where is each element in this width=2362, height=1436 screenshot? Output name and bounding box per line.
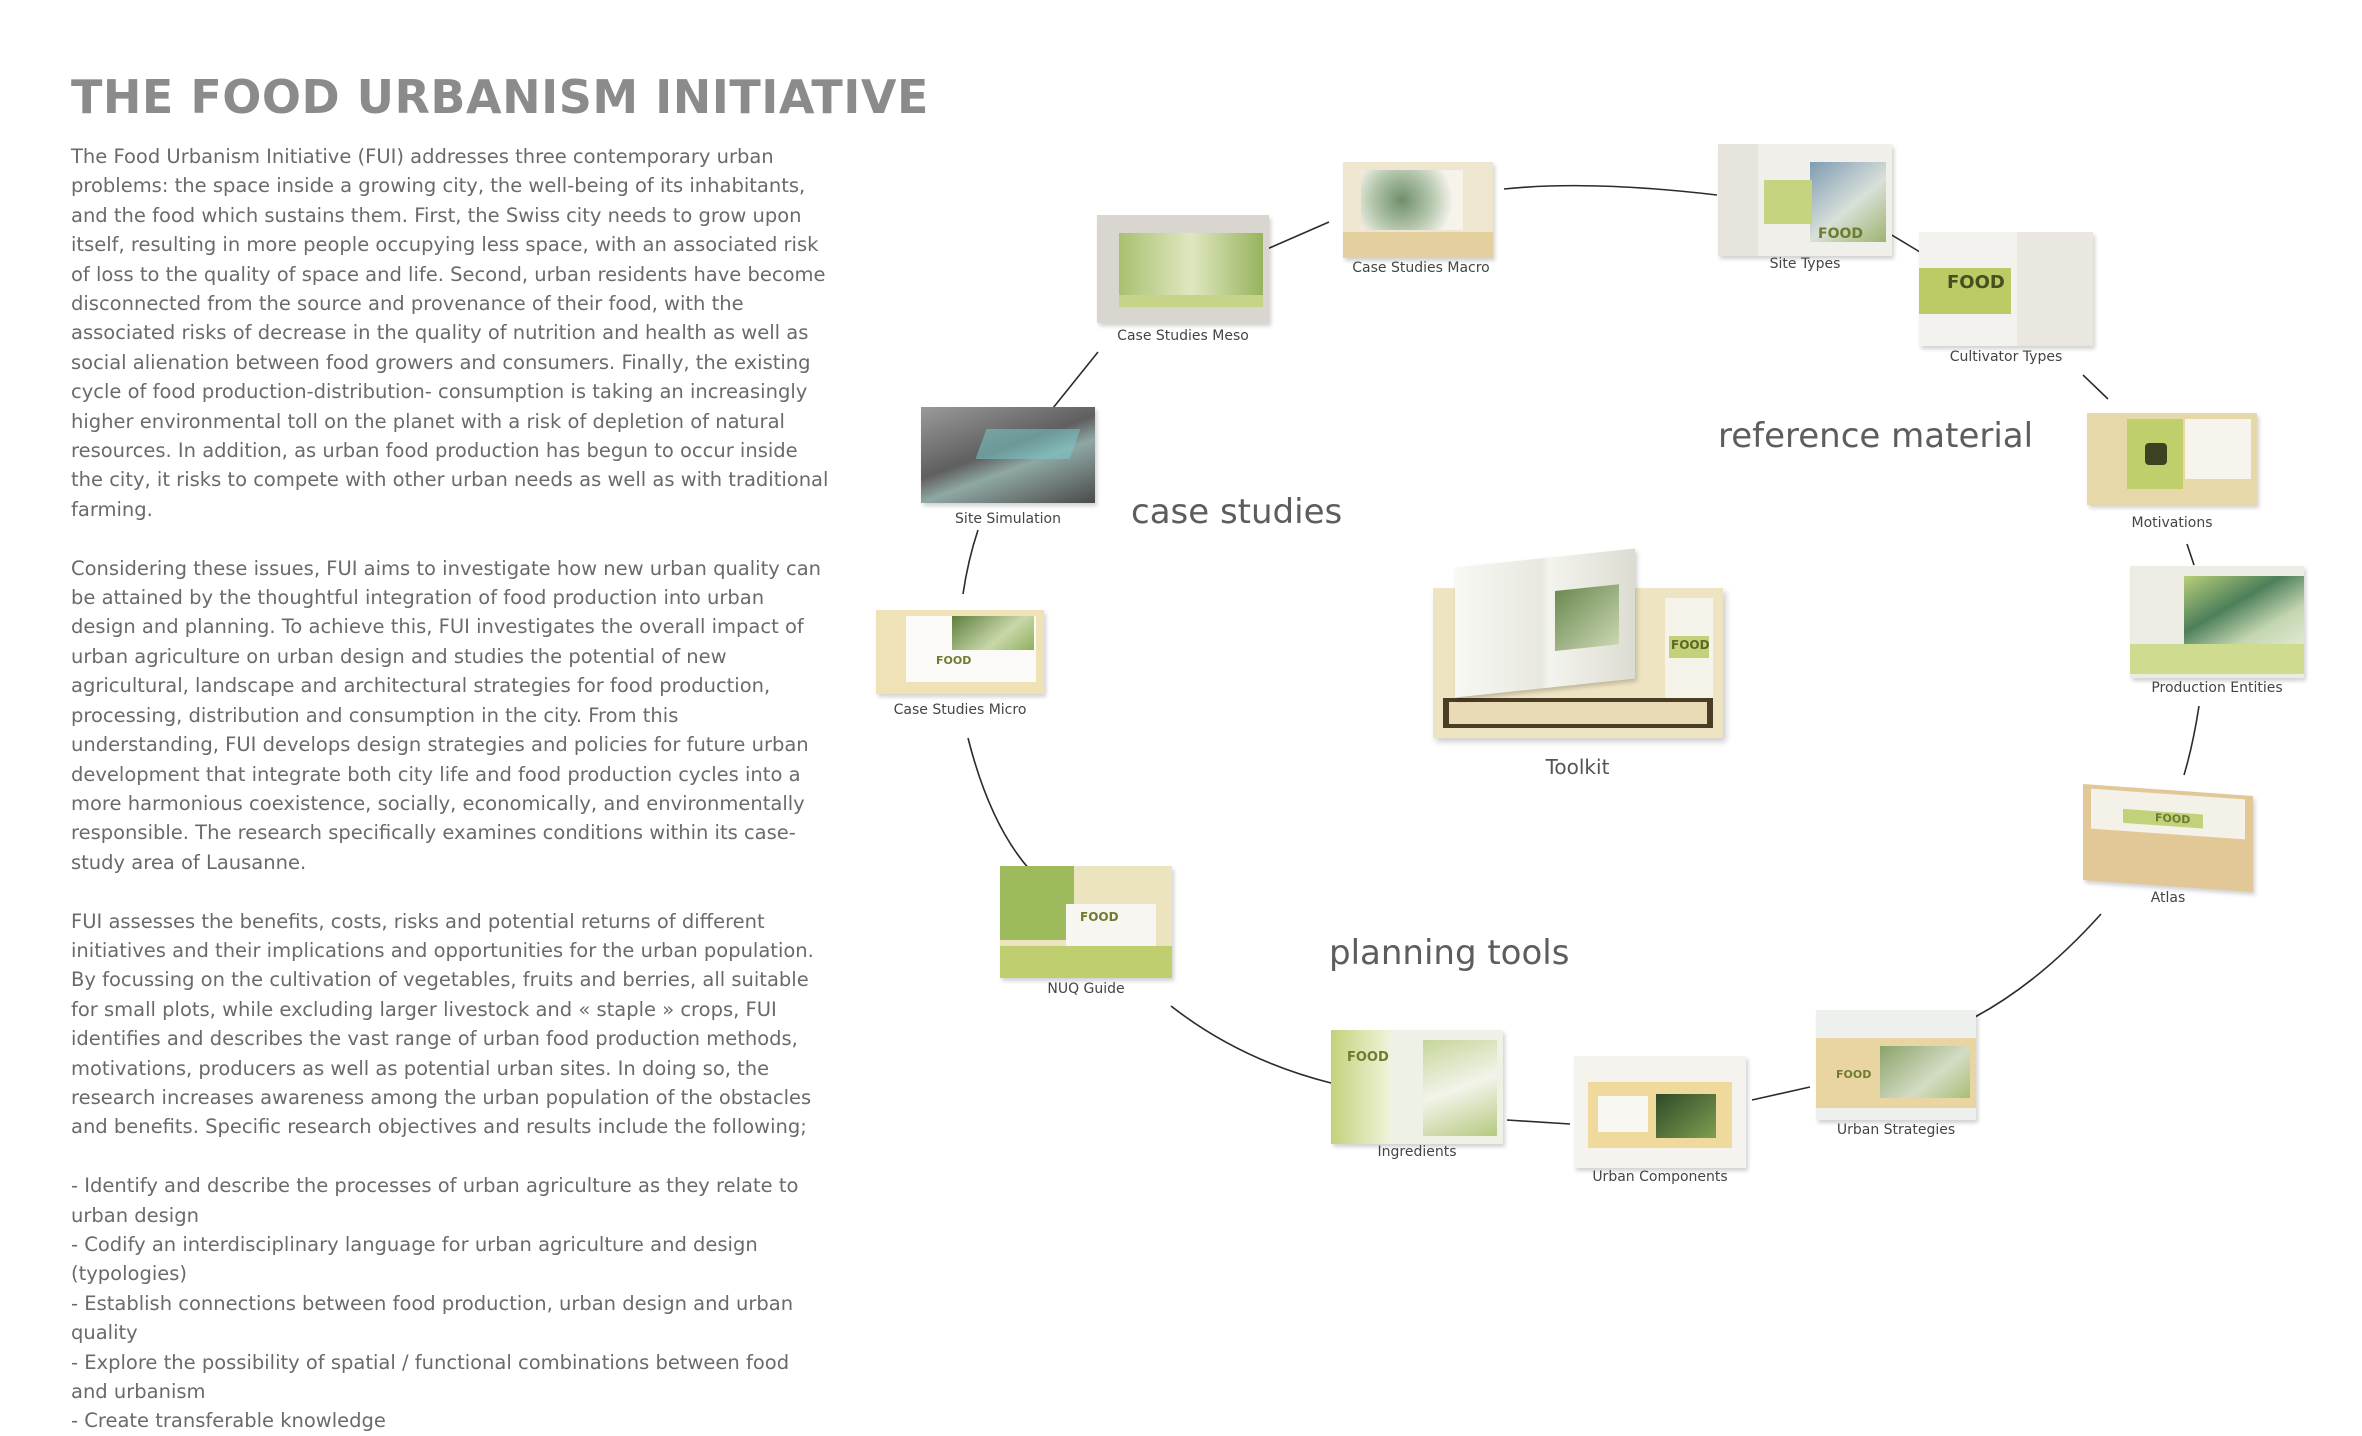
paragraph-3: FUI assesses the benefits, costs, risks …	[71, 909, 814, 1139]
node-case-studies-meso[interactable]: Case Studies Meso	[1097, 215, 1269, 344]
connector	[962, 529, 979, 595]
connector	[2186, 543, 2195, 566]
ingredients-label: Ingredients	[1377, 1144, 1457, 1160]
site-types-thumbnail: FOOD	[1718, 144, 1892, 256]
atlas-label: Atlas	[2150, 890, 2186, 906]
connector	[1506, 1119, 1571, 1125]
case-studies-macro-thumbnail	[1343, 162, 1493, 258]
site-simulation-label: Site Simulation	[955, 511, 1061, 527]
motivations-label: Motivations	[2131, 515, 2213, 531]
connector	[1170, 1005, 1332, 1084]
cultivator-types-label: Cultivator Types	[1949, 349, 2063, 365]
case-studies-meso-thumbnail	[1097, 215, 1269, 323]
node-site-simulation[interactable]: Site Simulation	[921, 407, 1095, 527]
connector	[967, 737, 1031, 871]
connector	[1052, 351, 1099, 409]
objective-item: Establish connections between food produ…	[71, 1289, 831, 1348]
objective-item: Codify an interdisciplinary language for…	[71, 1230, 831, 1289]
urban-components-label: Urban Components	[1592, 1169, 1728, 1185]
case-studies-micro-label: Case Studies Micro	[893, 702, 1027, 718]
atlas-mark: FOOD	[2155, 811, 2191, 827]
paragraph-1: The Food Urbanism Initiative (FUI) addre…	[71, 145, 829, 521]
intro-text: The Food Urbanism Initiative (FUI) addre…	[71, 142, 831, 1436]
case-studies-micro-mark: FOOD	[936, 654, 972, 667]
objective-item: Explore the possibility of spatial / fun…	[71, 1348, 831, 1407]
section-label-reference-material: reference material	[1718, 416, 2034, 456]
cultivator-types-thumbnail: FOOD	[1919, 232, 2093, 346]
toolkit-mark: FOOD	[1671, 638, 1710, 652]
site-types-label: Site Types	[1769, 256, 1841, 272]
case-studies-meso-label: Case Studies Meso	[1117, 328, 1249, 344]
node-nuq-guide[interactable]: FOOD NUQ Guide	[1000, 866, 1172, 997]
connector	[1751, 1086, 1811, 1101]
node-motivations[interactable]: Motivations	[2087, 413, 2257, 531]
connector	[2183, 705, 2200, 776]
connector	[1974, 913, 2102, 1018]
section-label-case-studies: case studies	[1131, 492, 1343, 532]
urban-strategies-thumbnail: FOOD	[1816, 1010, 1976, 1120]
case-studies-micro-thumbnail: FOOD	[876, 610, 1044, 694]
production-entities-label: Production Entities	[2151, 680, 2283, 696]
node-case-studies-macro[interactable]: Case Studies Macro	[1343, 148, 1499, 276]
nuq-guide-mark: FOOD	[1080, 910, 1119, 924]
objective-item: Identify and describe the processes of u…	[71, 1171, 831, 1230]
node-case-studies-micro[interactable]: FOOD Case Studies Micro	[876, 610, 1044, 718]
objectives-list: Identify and describe the processes of u…	[71, 1171, 831, 1436]
toolkit-open-book	[1455, 548, 1635, 698]
nuq-guide-label: NUQ Guide	[1047, 981, 1125, 997]
connector	[1266, 221, 1330, 250]
urban-components-thumbnail	[1574, 1056, 1746, 1168]
ingredients-mark: FOOD	[1347, 1050, 1389, 1065]
motivations-thumbnail	[2087, 413, 2257, 505]
ingredients-thumbnail: FOOD	[1331, 1030, 1503, 1144]
production-entities-thumbnail	[2130, 566, 2304, 678]
node-atlas[interactable]: FOOD Atlas	[2083, 784, 2253, 906]
node-site-types[interactable]: FOOD Site Types	[1718, 144, 1892, 272]
cultivator-types-mark: FOOD	[1947, 272, 2005, 293]
node-urban-strategies[interactable]: FOOD Urban Strategies	[1816, 1010, 1976, 1138]
node-ingredients[interactable]: FOOD Ingredients	[1331, 1030, 1503, 1160]
toolkit-center[interactable]: FOOD	[1425, 548, 1730, 748]
nuq-guide-thumbnail: FOOD	[1000, 866, 1172, 978]
paragraph-2: Considering these issues, FUI aims to in…	[71, 556, 822, 874]
toolkit-label: Toolkit	[1545, 755, 1610, 779]
node-cultivator-types[interactable]: FOOD Cultivator Types	[1919, 232, 2093, 365]
page-title: THE FOOD URBANISM INITIATIVE	[71, 70, 929, 124]
site-types-mark: FOOD	[1818, 226, 1863, 242]
atlas-thumbnail: FOOD	[2083, 784, 2253, 892]
node-urban-components[interactable]: Urban Components	[1574, 1056, 1746, 1185]
urban-strategies-label: Urban Strategies	[1836, 1122, 1956, 1138]
node-production-entities[interactable]: Production Entities	[2130, 566, 2304, 696]
case-studies-macro-label: Case Studies Macro	[1352, 260, 1490, 276]
urban-strategies-mark: FOOD	[1836, 1068, 1872, 1081]
connector	[1503, 184, 1718, 196]
section-label-planning-tools: planning tools	[1329, 933, 1570, 973]
site-simulation-thumbnail	[921, 407, 1095, 503]
connector	[2082, 374, 2109, 400]
